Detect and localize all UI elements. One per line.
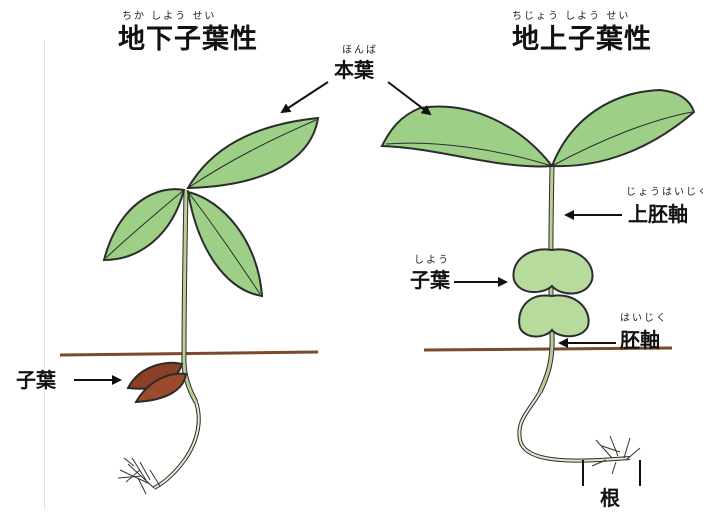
left-title-ruby: ちか しよう せい [122, 12, 216, 22]
hypocotyl-ruby: はいじく [620, 314, 668, 324]
left-root [154, 402, 199, 488]
right-root-hairs [592, 436, 640, 474]
left-soil-line [60, 352, 318, 355]
hypocotyl-label: 胚軸 [620, 330, 660, 350]
right-cotyledon-ruby: しよう [414, 256, 450, 266]
root-label: 根 [600, 488, 620, 508]
left-plant [60, 118, 318, 494]
true-leaf-ruby: ほんば [342, 46, 378, 56]
right-leaf-left [382, 107, 552, 167]
left-root-hairs [118, 458, 160, 494]
right-cotyledon-lower [519, 295, 588, 336]
right-title: 地上子葉性 [512, 26, 652, 53]
right-title-ruby: ちじょう しよう せい [512, 12, 630, 22]
left-cotyledon-label: 子葉 [16, 370, 56, 390]
root-bracket [583, 460, 640, 486]
epicotyl-label: 上胚軸 [628, 204, 688, 224]
true-leaf-label: 本葉 [334, 60, 374, 80]
left-title: 地下子葉性 [118, 26, 258, 53]
arrow-true-leaf-left [282, 82, 328, 112]
right-cotyledon-upper [513, 249, 592, 293]
arrow-true-leaf-right [388, 82, 430, 114]
left-leaf-top [188, 118, 318, 188]
right-cotyledon-label: 子葉 [410, 270, 450, 290]
epicotyl-ruby: じょうはいじく [626, 188, 703, 198]
